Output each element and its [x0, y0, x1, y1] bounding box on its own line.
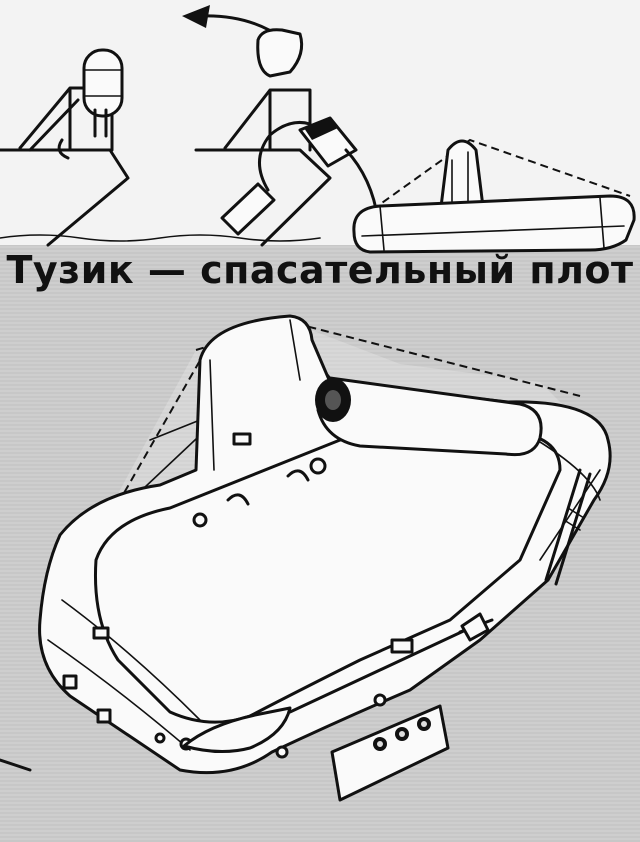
lifeline-end	[0, 758, 32, 772]
diagram-caption: Тузик — спасательный плот	[6, 248, 634, 292]
raft-paddle	[182, 612, 494, 754]
raft-thwart-tube	[315, 376, 543, 457]
water-line	[0, 234, 321, 242]
raft-side-oars	[544, 468, 592, 586]
raft-ladder-pocket	[330, 704, 450, 802]
raft-fittings	[62, 432, 414, 759]
stage-1-canister-on-rail	[0, 48, 130, 247]
stage-3-inflated-raft	[352, 138, 636, 254]
stage-2-canister-released	[194, 28, 380, 247]
